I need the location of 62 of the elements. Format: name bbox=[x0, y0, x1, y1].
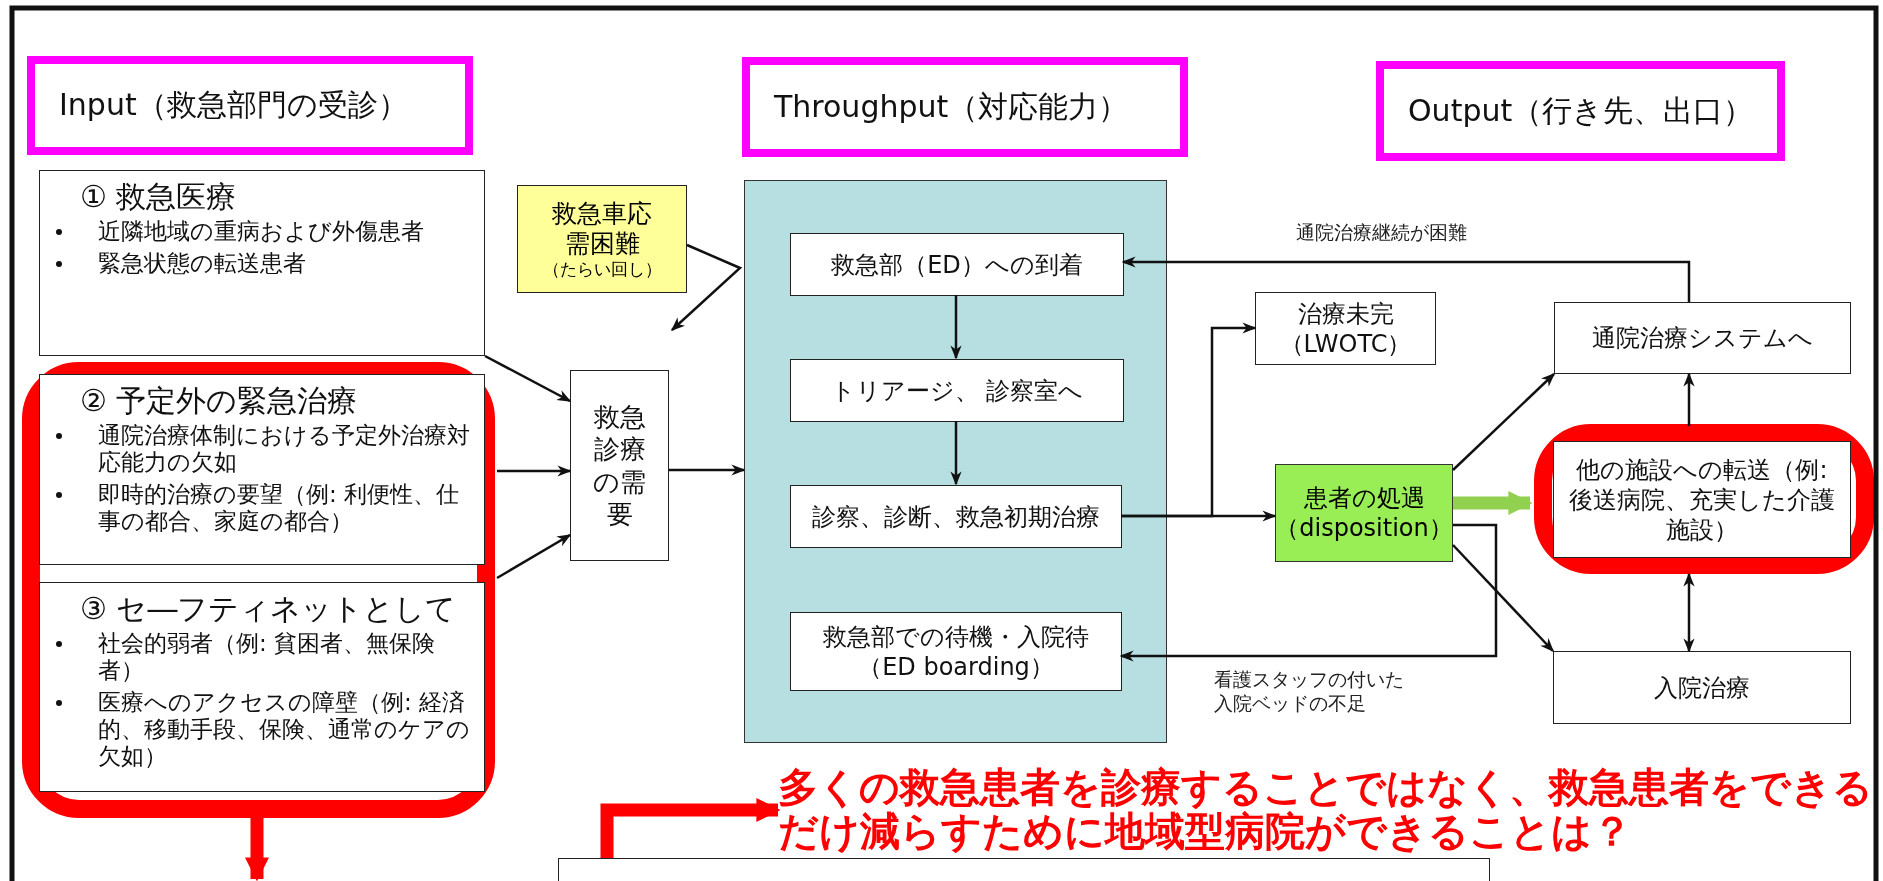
category-box bbox=[39, 170, 485, 356]
note-subtext: （たらい回し） bbox=[542, 258, 662, 280]
block-arrow bbox=[600, 798, 781, 858]
bullet-item: 医療へのアクセスの障壁（例: 経済的、移動手段、保険、通常のケアの欠如） bbox=[56, 688, 472, 770]
arrow bbox=[950, 295, 962, 360]
arrow bbox=[950, 421, 962, 486]
box-text: 救急部での待機・入院待（ED boarding） bbox=[822, 621, 1090, 682]
arrow bbox=[670, 243, 743, 331]
process-box bbox=[790, 612, 1122, 691]
section-title: Output（行き先、出口） bbox=[1408, 91, 1754, 130]
bullet-item: 近隣地域の重病および外傷患者 bbox=[56, 218, 472, 245]
arrow bbox=[484, 354, 572, 403]
section-title: Throughput（対応能力） bbox=[774, 87, 1129, 126]
note-text: 救急車応需困難 bbox=[551, 198, 653, 259]
box-text: 他の施設への転送（例: 後送病院、充実した介護施設） bbox=[1568, 454, 1836, 545]
box-heading: ① 救急医療 bbox=[79, 179, 238, 215]
arrow bbox=[1121, 256, 1691, 302]
bullet-item: 緊急状態の転送患者 bbox=[56, 250, 472, 277]
box-text: 診察、診断、救急初期治療 bbox=[812, 501, 1100, 532]
process-box bbox=[790, 485, 1122, 548]
arrow bbox=[1452, 373, 1555, 471]
box-text: 患者の処遇（disposition） bbox=[1275, 483, 1453, 543]
box-heading: ③ セ―フティネットとして bbox=[79, 591, 458, 627]
outcome-box bbox=[1553, 651, 1851, 724]
question-text: 多くの救急患者を診療することではなく、救急患者をできるだけ減らすために地域型病院ができることは？ bbox=[778, 765, 1874, 853]
category-box bbox=[39, 582, 485, 792]
outcome-box bbox=[1553, 441, 1851, 558]
decision-box bbox=[1275, 464, 1453, 562]
arrow bbox=[496, 533, 572, 580]
block-arrow bbox=[1453, 491, 1533, 515]
category-box bbox=[39, 374, 485, 565]
note-box bbox=[517, 185, 687, 293]
section-header bbox=[1376, 61, 1785, 161]
bullet-item: 通院治療体制における予定外治療対応能力の欠如 bbox=[56, 422, 472, 476]
box-heading: ② 予定外の緊急治療 bbox=[79, 383, 359, 419]
process-box bbox=[570, 370, 669, 561]
outcome-box bbox=[1554, 302, 1851, 374]
arrow bbox=[1683, 572, 1695, 653]
highlight-frame bbox=[1534, 424, 1874, 574]
box-text: 入院治療 bbox=[1654, 672, 1750, 703]
box-text: トリアージ、 診察室へ bbox=[830, 375, 1084, 406]
stage-panel bbox=[744, 180, 1167, 743]
box-text: 救急部（ED）への到着 bbox=[831, 249, 1083, 280]
arrow bbox=[1121, 510, 1277, 522]
outcome-box bbox=[1255, 292, 1436, 365]
process-box bbox=[790, 233, 1124, 296]
box-text: 通院治療システムへ bbox=[1592, 323, 1813, 353]
section-header bbox=[742, 57, 1188, 157]
bullet-item: 即時的治療の要望（例: 利便性、仕事の都合、家庭の都合） bbox=[56, 480, 472, 535]
process-box bbox=[790, 359, 1124, 422]
arrow bbox=[497, 465, 572, 477]
box-text: 救急診療の需要 bbox=[592, 400, 647, 531]
bullet-item: 社会的弱者（例: 貧困者、無保険者） bbox=[56, 630, 472, 684]
arrow bbox=[1683, 372, 1695, 426]
arrow bbox=[669, 464, 746, 476]
section-header bbox=[27, 56, 473, 155]
arrow bbox=[1452, 544, 1554, 652]
highlight-frame bbox=[22, 362, 495, 818]
box-text: 治療未完（LWOTC） bbox=[1278, 298, 1413, 359]
arrow bbox=[1119, 523, 1498, 662]
block-arrow bbox=[245, 818, 269, 881]
section-title: Input（救急部門の受診） bbox=[59, 86, 408, 124]
